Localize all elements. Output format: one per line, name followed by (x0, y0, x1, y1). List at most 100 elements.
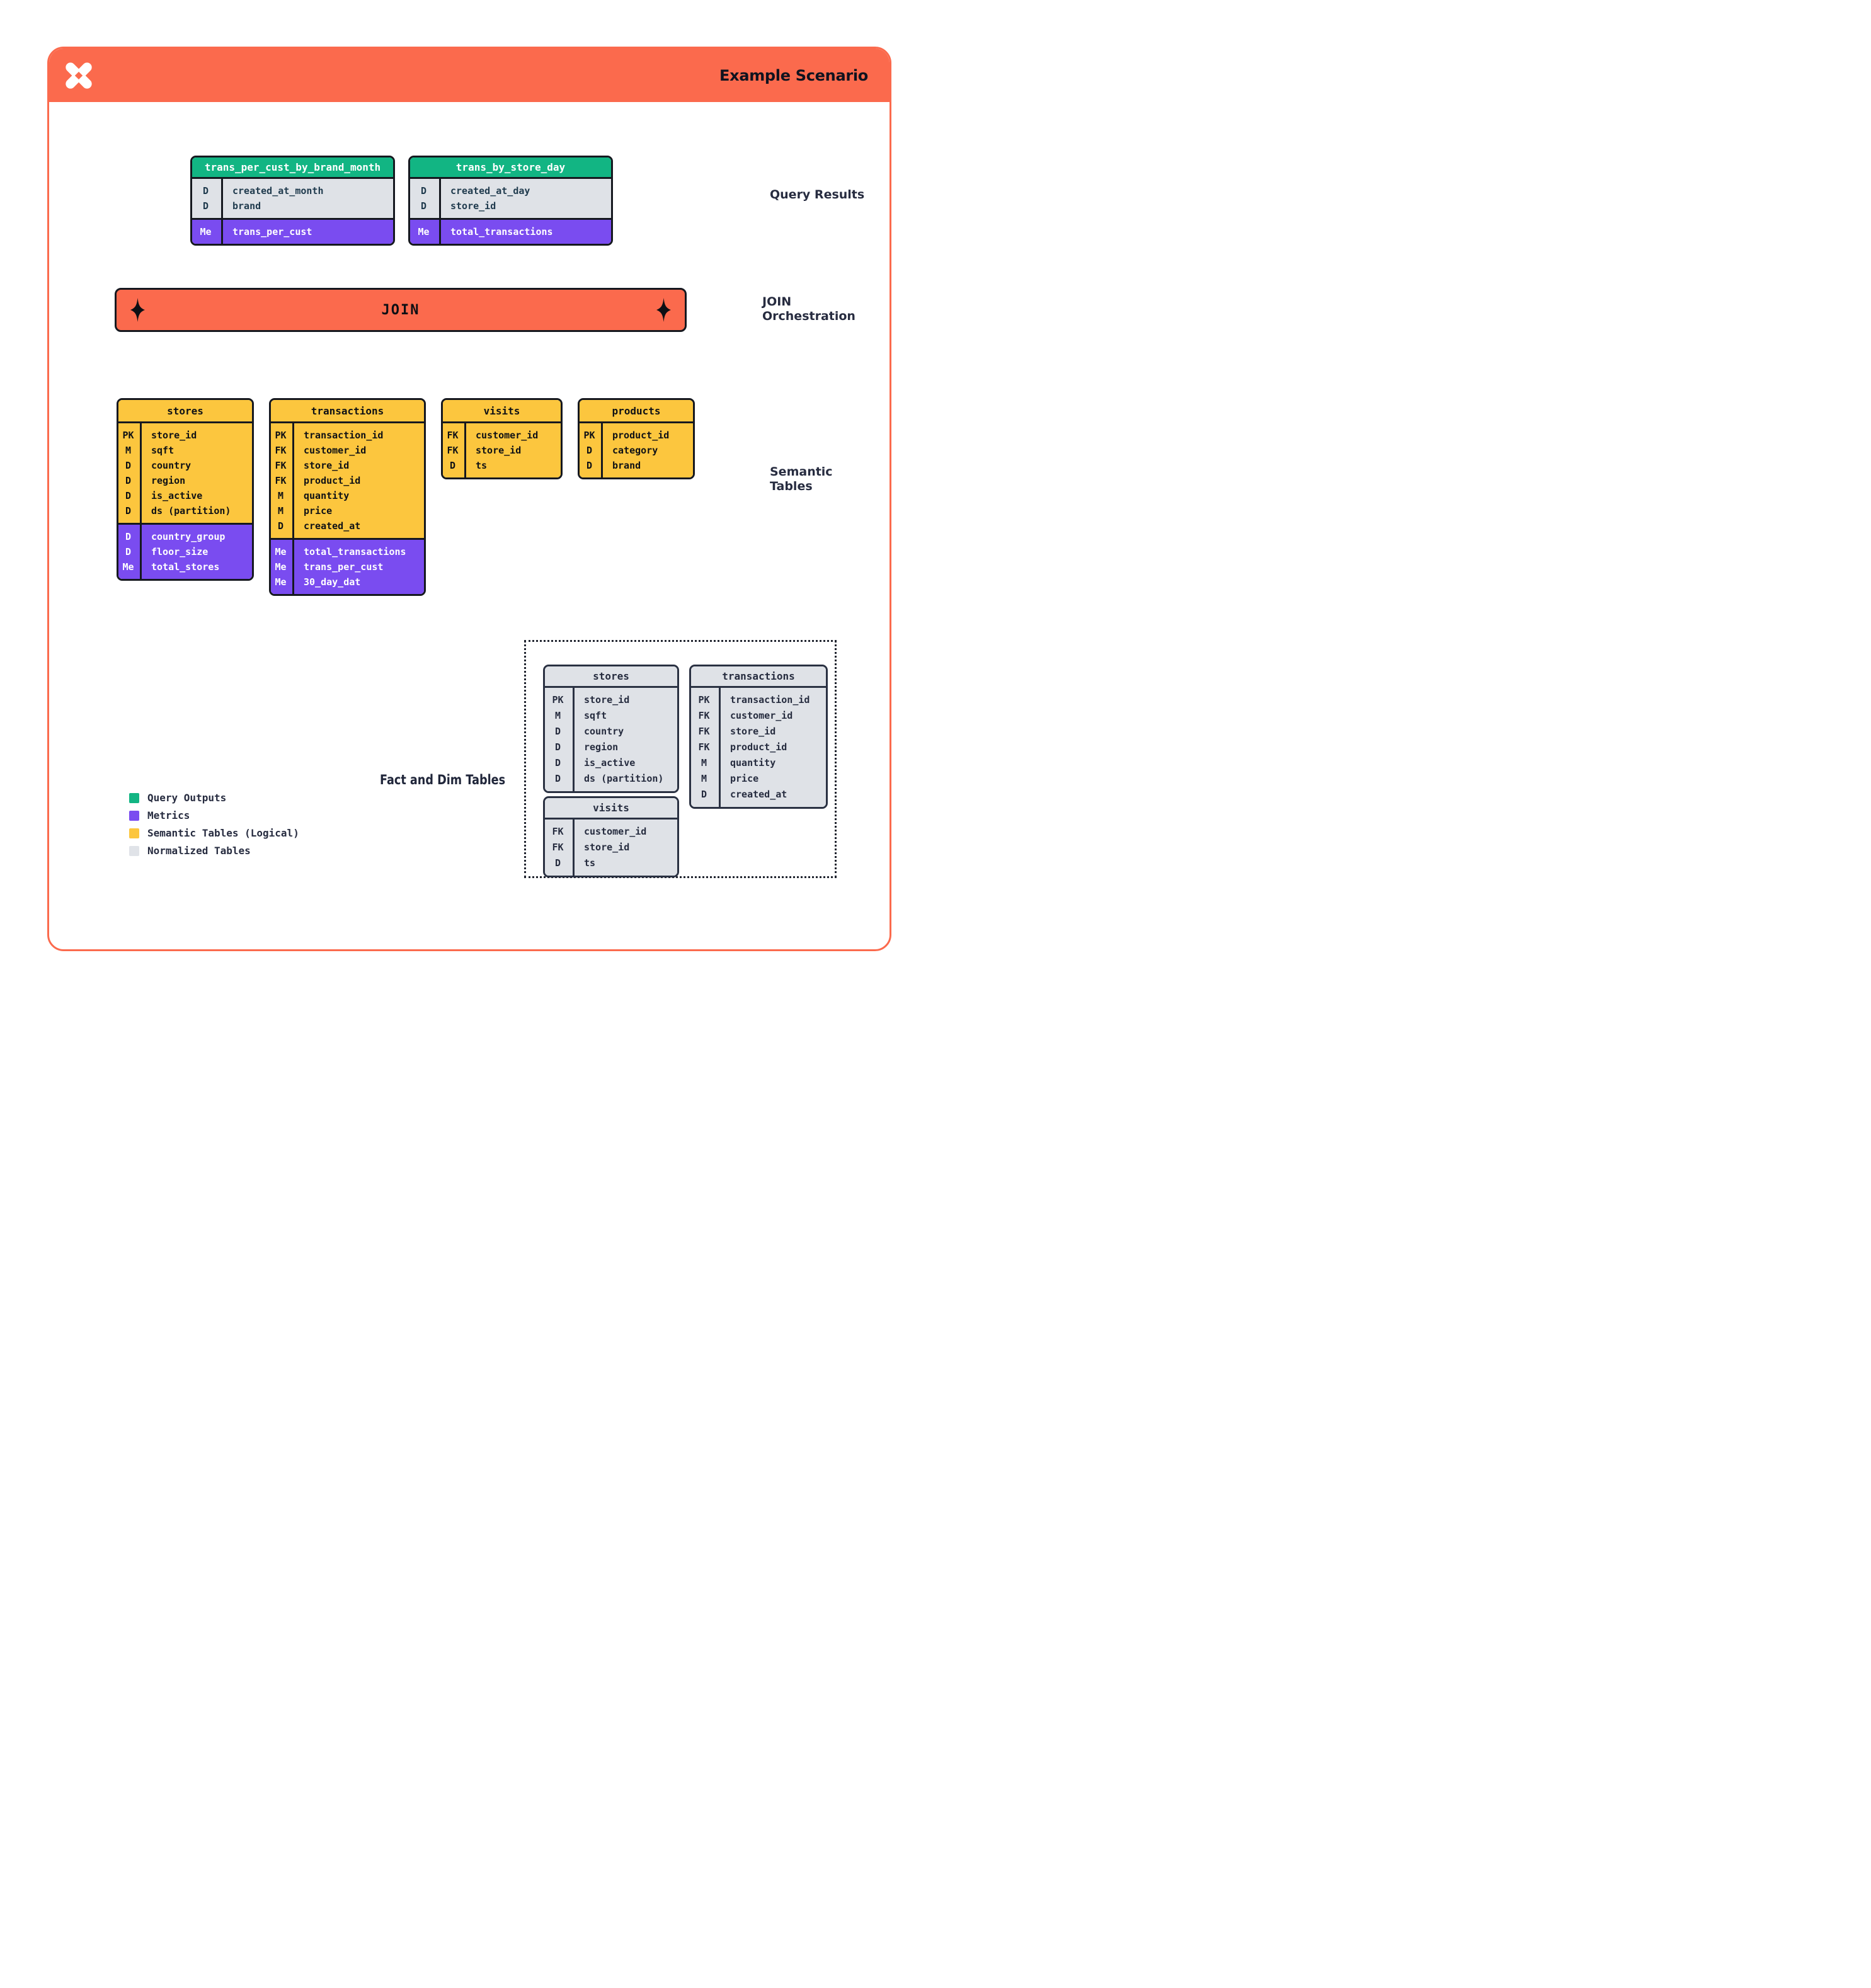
legend-item: Metrics (129, 809, 299, 821)
field-name: ds (partition) (584, 773, 664, 784)
field-badge: D (420, 200, 427, 212)
field-badge: D (586, 445, 593, 456)
field-name: store_id (304, 460, 350, 471)
field-badge: D (125, 546, 132, 557)
legend-item: Semantic Tables (Logical) (129, 827, 299, 839)
field-badge: FK (275, 460, 287, 471)
table-title: stores (545, 666, 677, 686)
field-name: floor_size (151, 546, 209, 557)
table-title: transactions (691, 666, 826, 686)
field-name: is_active (151, 490, 203, 501)
field-badge: FK (447, 430, 459, 441)
field-name: product_id (612, 430, 670, 441)
join-orchestration-bar: JOIN (115, 288, 687, 332)
field-badge: FK (698, 726, 710, 737)
field-name: customer_id (584, 826, 647, 837)
field-badge: Me (122, 561, 134, 573)
field-name: quantity (304, 490, 350, 501)
field-badge: M (277, 505, 284, 517)
field-row: FK customer_id (271, 443, 424, 458)
field-name: ts (584, 857, 596, 869)
legend-item: Query Outputs (129, 792, 299, 804)
field-badge: PK (122, 430, 134, 441)
header-bar: Example Scenario (49, 49, 890, 102)
field-badge: FK (275, 445, 287, 456)
field-badge: Me (275, 546, 287, 557)
field-name: region (151, 475, 186, 486)
legend-label: Metrics (147, 809, 190, 821)
join-label: JOIN (381, 302, 420, 318)
pinwheel-x-logo (66, 62, 92, 89)
field-badge: D (202, 200, 209, 212)
field-name: sqft (584, 710, 607, 721)
field-badge: D (125, 531, 132, 542)
field-name: product_id (730, 741, 787, 753)
field-name: country (584, 726, 624, 737)
field-badge: D (554, 741, 561, 753)
field-name: customer_id (304, 445, 367, 456)
field-name: customer_id (730, 710, 793, 721)
diagram-canvas: Example Scenario trans_per_cust_by_brand… (0, 0, 936, 994)
field-name: customer_id (476, 430, 539, 441)
legend-label: Normalized Tables (147, 845, 251, 857)
normalized-tables-swatch-icon (129, 845, 139, 856)
field-name: total_transactions (304, 546, 406, 557)
field-name: price (304, 505, 333, 517)
field-badge: FK (698, 741, 710, 753)
field-name: trans_per_cust (232, 226, 312, 237)
field-badge: D (554, 857, 561, 869)
fact-dim-tables-label-text: Fact and Dim Tables (379, 772, 505, 787)
semantic-tables-swatch-icon (129, 828, 139, 838)
field-name: created_at (730, 789, 787, 800)
field-badge: Me (275, 576, 287, 588)
field-name: trans_per_cust (304, 561, 384, 573)
legend-label: Query Outputs (147, 792, 227, 804)
field-badge: PK (275, 430, 287, 441)
field-badge: D (420, 185, 427, 197)
table-title: trans_by_store_day (410, 157, 611, 177)
page-title: Example Scenario (719, 66, 868, 84)
field-name: store_id (730, 726, 776, 737)
field-name: price (730, 773, 759, 784)
field-name: created_at (304, 520, 361, 532)
field-name: created_at_month (232, 185, 324, 197)
field-row: FK product_id (691, 740, 826, 755)
fact-dim-tables-label: Fact and Dim Tables (353, 772, 505, 787)
join-orchestration-label-line1: JOIN (762, 295, 792, 309)
field-name: ts (476, 460, 488, 471)
field-name: product_id (304, 475, 361, 486)
field-row: FK customer_id (443, 428, 561, 443)
query-outputs-swatch-icon (129, 792, 139, 803)
